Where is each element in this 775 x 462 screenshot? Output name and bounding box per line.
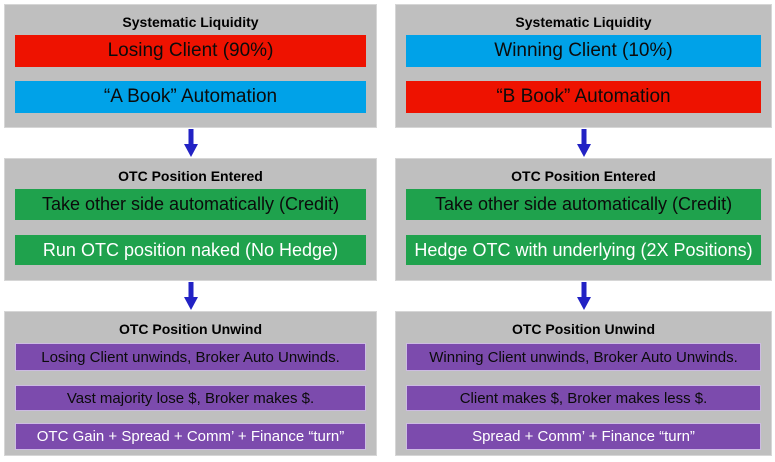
otc-gain-bar: OTC Gain + Spread + Comm’ + Finance “tur… xyxy=(15,423,366,450)
spread-comm-bar: Spread + Comm’ + Finance “turn” xyxy=(406,423,761,450)
flow-arrow-slot xyxy=(395,281,772,311)
b-book-systematic-liquidity-panel: Systematic Liquidity Winning Client (10%… xyxy=(395,4,772,128)
flow-arrow-slot xyxy=(4,128,377,158)
panel-title: Systematic Liquidity xyxy=(122,14,259,30)
a-book-otc-unwind-panel: OTC Position Unwind Losing Client unwind… xyxy=(4,311,377,456)
take-other-side-bar: Take other side automatically (Credit) xyxy=(15,189,366,220)
a-book-otc-entered-panel: OTC Position Entered Take other side aut… xyxy=(4,158,377,281)
flow-arrow-slot xyxy=(395,128,772,158)
a-book-systematic-liquidity-panel: Systematic Liquidity Losing Client (90%)… xyxy=(4,4,377,128)
vast-majority-bar: Vast majority lose $, Broker makes $. xyxy=(15,385,366,411)
a-book-automation-bar: “A Book” Automation xyxy=(15,81,366,113)
b-book-otc-entered-panel: OTC Position Entered Take other side aut… xyxy=(395,158,772,281)
b-book-otc-unwind-panel: OTC Position Unwind Winning Client unwin… xyxy=(395,311,772,456)
b-book-column: Systematic Liquidity Winning Client (10%… xyxy=(395,4,772,456)
down-arrow-icon xyxy=(576,282,591,310)
panel-title: OTC Position Entered xyxy=(118,168,263,184)
panel-title: OTC Position Unwind xyxy=(511,321,656,337)
winning-client-bar: Winning Client (10%) xyxy=(406,35,761,67)
flow-arrow-slot xyxy=(4,281,377,311)
run-naked-bar: Run OTC position naked (No Hedge) xyxy=(15,235,366,265)
take-other-side-bar: Take other side automatically (Credit) xyxy=(406,189,761,220)
client-makes-bar: Client makes $, Broker makes less $. xyxy=(406,385,761,411)
b-book-automation-bar: “B Book” Automation xyxy=(406,81,761,113)
a-book-column: Systematic Liquidity Losing Client (90%)… xyxy=(4,4,377,456)
hedge-otc-bar: Hedge OTC with underlying (2X Positions) xyxy=(406,235,761,265)
panel-title: Systematic Liquidity xyxy=(515,14,652,30)
down-arrow-icon xyxy=(183,129,198,157)
down-arrow-icon xyxy=(183,282,198,310)
panel-title: OTC Position Unwind xyxy=(118,321,263,337)
winning-unwinds-bar: Winning Client unwinds, Broker Auto Unwi… xyxy=(406,343,761,371)
losing-client-bar: Losing Client (90%) xyxy=(15,35,366,67)
panel-title: OTC Position Entered xyxy=(511,168,656,184)
losing-unwinds-bar: Losing Client unwinds, Broker Auto Unwin… xyxy=(15,343,366,371)
down-arrow-icon xyxy=(576,129,591,157)
